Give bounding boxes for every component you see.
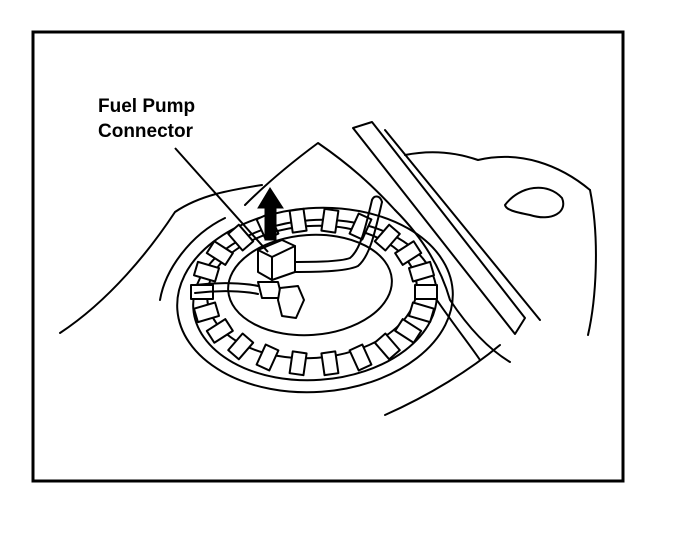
lock-ring-tab [320,207,340,234]
lock-ring-tab [373,223,401,252]
lock-ring-tab [407,260,436,283]
lock-ring-tab [288,350,308,377]
callout-label-line-2: Connector [98,121,193,142]
lock-ring-tab [320,350,340,377]
lock-ring-tab [192,301,221,324]
lock-ring-tab [288,207,308,234]
lock-ring-tab [373,332,401,361]
lock-ring-tab [348,212,373,241]
lock-ring-tab [192,260,221,283]
wiring-harness [194,281,305,319]
fuel-tube [352,121,541,335]
lock-ring-tab [348,343,373,372]
lock-ring-tab [205,318,234,344]
lock-ring-tab [227,332,255,361]
lock-ring-tab [394,318,423,344]
lock-ring-tab [205,240,234,266]
lock-ring-tab [255,343,280,372]
module-hose [284,195,383,273]
lock-ring-tab [414,284,438,300]
callout-label-line-1: Fuel Pump [98,96,196,117]
lock-ring-tab [407,301,436,324]
callout-leader-line [174,147,269,253]
lift-arrow [257,187,284,241]
lock-ring-tab [227,223,255,252]
diagram-frame [31,30,625,483]
lock-ring-tab [394,240,423,266]
lock-ring-tabs [190,207,438,377]
